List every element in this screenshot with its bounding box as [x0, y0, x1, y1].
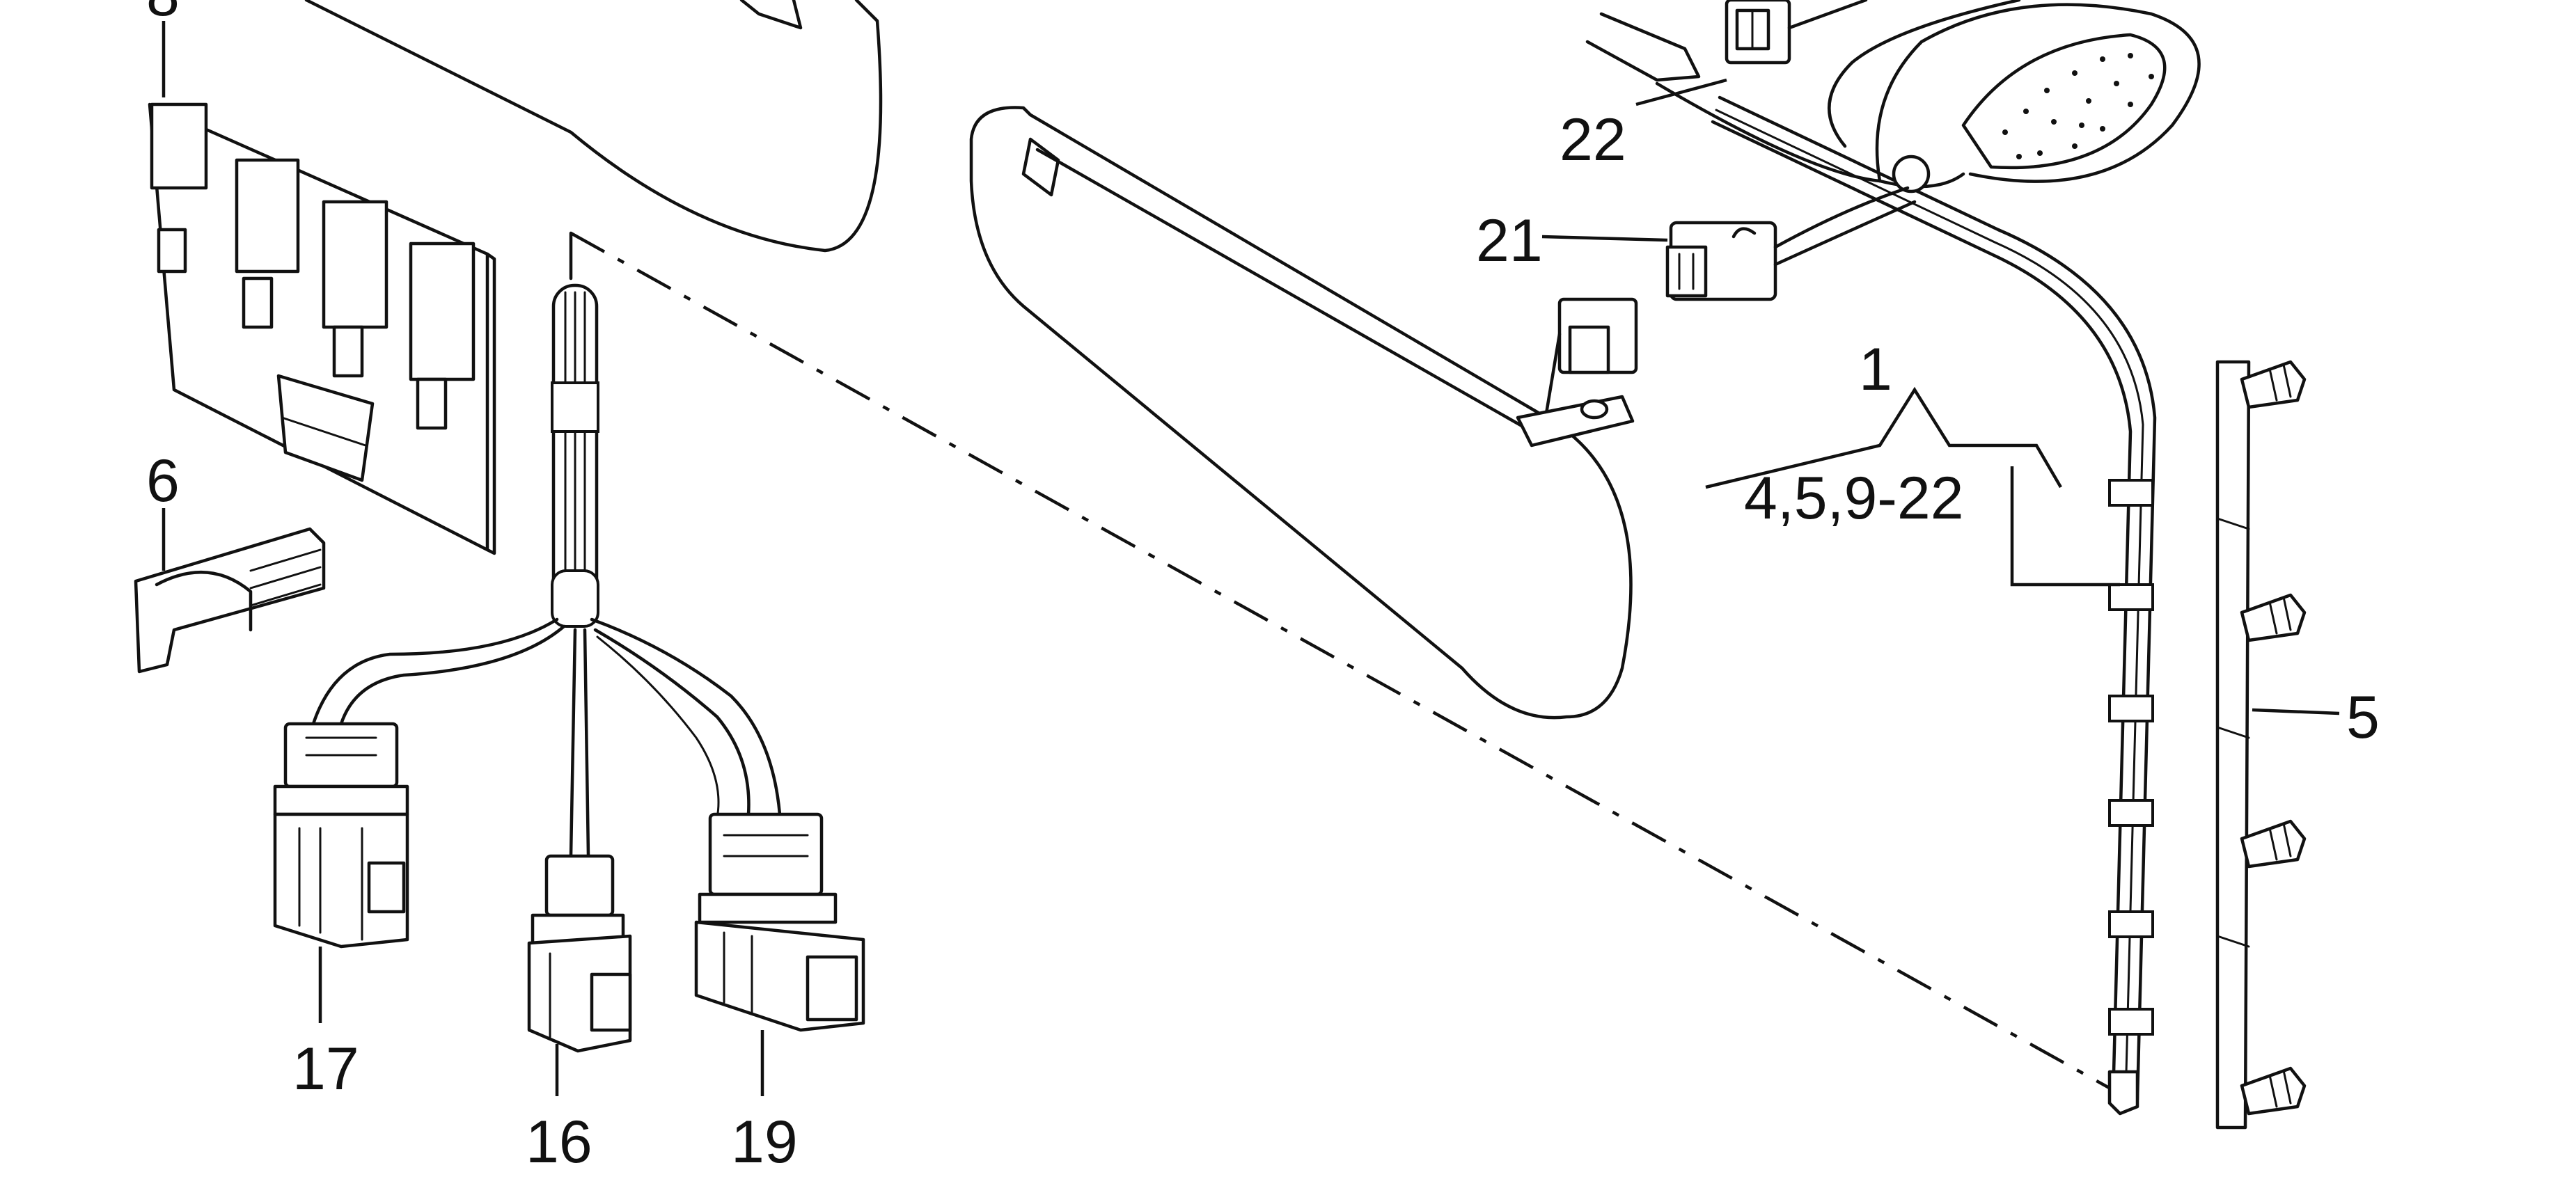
- part-8-relay-carrier: [148, 102, 496, 555]
- part-1-wiring-harness: [1711, 95, 2157, 1116]
- label-part-16: 16: [526, 1109, 592, 1176]
- label-part-22: 22: [1560, 106, 1626, 173]
- assembly-reference-line: [569, 231, 2132, 1101]
- label-part-21: 21: [1476, 207, 1543, 274]
- callout-leaders: [162, 21, 2340, 1096]
- label-part-6: 6: [146, 448, 180, 514]
- label-part-8: 8: [146, 0, 180, 29]
- label-part-5: 5: [2346, 684, 2380, 751]
- housing-plug: [1516, 297, 1638, 448]
- upper-housing-fragment: [304, 0, 883, 253]
- harness-trunk: [311, 283, 782, 858]
- part-6-clip: [134, 527, 326, 674]
- part-5-cable-clips: [2215, 360, 2307, 1130]
- label-part-19: 19: [731, 1109, 798, 1176]
- part-17-connector: [273, 722, 409, 949]
- screw-clip-2: [2240, 593, 2307, 642]
- cable-duct-housing: [969, 106, 1633, 720]
- screw-clip-4: [2240, 1066, 2307, 1116]
- part-19-connector: [694, 812, 865, 1032]
- part-22-connector: [1725, 0, 1868, 65]
- harness-branch-loop: [1585, 0, 2201, 193]
- callout-labels: 8 6 22 21 1 4,5,9-22 5 17 16 19: [146, 0, 2380, 1176]
- part-16-connector: [527, 854, 632, 1053]
- loop-texture: [2002, 53, 2154, 159]
- screw-clip-1: [2240, 360, 2307, 409]
- label-part-17: 17: [292, 1036, 359, 1102]
- label-part-1-range: 4,5,9-22: [1744, 465, 1964, 532]
- part-21-connector: [1665, 186, 1917, 301]
- label-part-1: 1: [1859, 336, 1892, 403]
- screw-clip-3: [2240, 819, 2307, 869]
